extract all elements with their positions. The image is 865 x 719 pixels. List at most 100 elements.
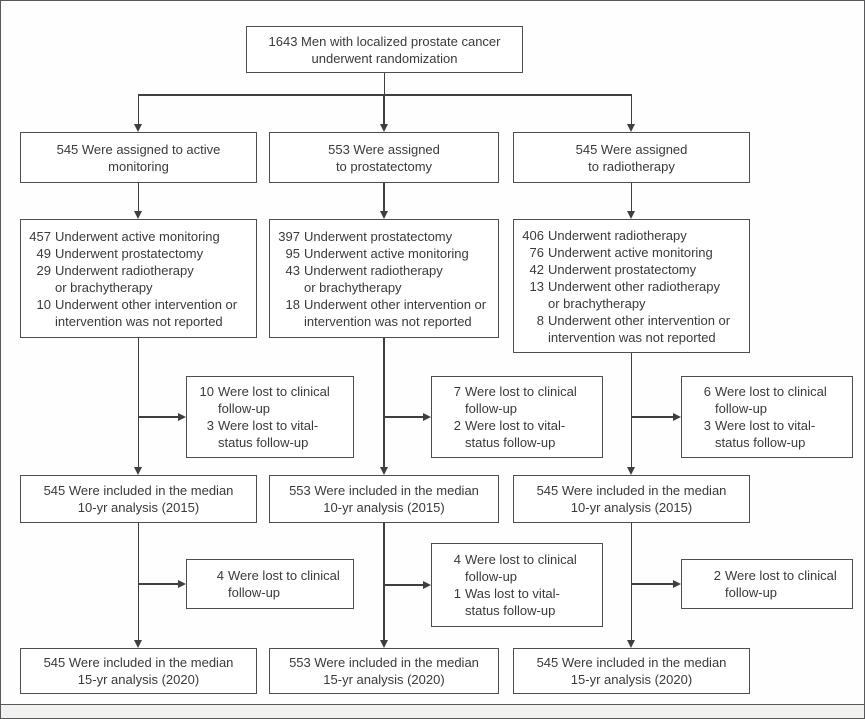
treatment-box-radiotherapy: 406 Underwent radiotherapy 76 Underwent … <box>513 219 750 353</box>
item-count: 397 <box>278 228 300 244</box>
connector-line <box>383 523 385 640</box>
box-line: 15-yr analysis (2020) <box>570 672 693 687</box>
item-line: follow-up <box>465 569 518 584</box>
connector-line <box>630 94 633 124</box>
analysis-15yr-box-radiotherapy: 545 Were included in the median 15-yr an… <box>513 648 750 694</box>
item-count: 18 <box>285 296 300 312</box>
connector-line <box>137 338 140 467</box>
item-count: 95 <box>285 245 300 261</box>
item-text: Underwent prostatectomy <box>548 261 745 278</box>
connector-arrowhead <box>627 467 635 475</box>
connector-arrowhead <box>423 580 431 589</box>
item-line: follow-up <box>465 401 518 416</box>
list-item: 95 Underwent active monitoring <box>278 245 494 262</box>
item-line: Were lost to vital- <box>715 418 816 433</box>
item-line: Underwent other intervention or <box>548 312 731 328</box>
list-item: 8 Underwent other intervention or interv… <box>522 312 745 346</box>
item-text: Underwent prostatectomy <box>55 245 252 262</box>
item-line: intervention was not reported <box>304 313 472 329</box>
box-line: 545 Were included in the median <box>536 655 727 670</box>
item-count: 76 <box>529 244 544 260</box>
list-item: 76 Underwent active monitoring <box>522 244 745 261</box>
connector-arrowhead <box>379 640 388 648</box>
item-line: Were lost to clinical <box>465 552 577 567</box>
lost-10yr-box-active-monitoring: 10 Were lost to clinical follow-up 3 Wer… <box>186 376 354 458</box>
list-item: 4 Were lost to clinical follow-up <box>209 567 349 601</box>
connector-line <box>630 183 633 211</box>
assigned-box-active-monitoring: 545 Were assigned to active monitoring <box>20 132 257 183</box>
connector-rail <box>137 94 633 96</box>
item-line: Underwent prostatectomy <box>55 245 204 261</box>
item-text: Were lost to vital- status follow-up <box>715 417 848 451</box>
connector-line <box>383 338 385 467</box>
box-line: 15-yr analysis (2020) <box>77 672 200 687</box>
connector-arrowhead <box>379 124 388 132</box>
list-item: 6 Were lost to clinical follow-up <box>696 383 848 417</box>
item-count: 13 <box>529 278 544 294</box>
connector-arrowhead <box>178 579 186 588</box>
connector-arrowhead <box>379 211 388 219</box>
box-line: 545 Were assigned to active <box>56 141 221 157</box>
list-item: 3 Were lost to vital- status follow-up <box>696 417 848 451</box>
item-line: Underwent other intervention or <box>304 296 487 312</box>
box-line: to prostatectomy <box>335 158 433 174</box>
connector-arrowhead <box>134 211 142 219</box>
item-count: 49 <box>36 245 51 261</box>
item-line: Underwent other radiotherapy <box>548 278 720 294</box>
item-count: 1 <box>453 586 461 601</box>
box-line: 553 Were included in the median <box>289 655 479 670</box>
item-line: or brachytherapy <box>304 279 402 295</box>
item-line: Underwent active monitoring <box>548 244 713 260</box>
connector-branch <box>384 416 423 418</box>
connector-branch <box>384 584 423 586</box>
box-line: monitoring <box>108 158 169 174</box>
item-line: Underwent active monitoring <box>55 228 220 244</box>
lost-10yr-box-radiotherapy: 6 Were lost to clinical follow-up 3 Were… <box>681 376 853 458</box>
connector-arrowhead <box>627 124 635 132</box>
item-text: Underwent active monitoring <box>55 228 252 245</box>
item-count: 406 <box>522 227 544 243</box>
connector-arrowhead <box>134 640 142 648</box>
item-line: intervention was not reported <box>55 313 223 329</box>
connector-arrowhead <box>423 412 431 421</box>
item-text: Underwent radiotherapy or brachytherapy <box>304 262 494 296</box>
list-item: 406 Underwent radiotherapy <box>522 227 745 244</box>
connector-branch <box>138 416 179 418</box>
item-line: Were lost to vital- <box>465 418 566 433</box>
connector-branch <box>631 416 673 418</box>
figure-footer-bar <box>1 704 864 718</box>
item-line: Underwent radiotherapy <box>304 262 443 278</box>
list-item: 2 Were lost to clinical follow-up <box>706 567 848 601</box>
list-item: 49 Underwent prostatectomy <box>29 245 252 262</box>
item-text: Underwent prostatectomy <box>304 228 494 245</box>
item-line: Underwent active monitoring <box>304 245 469 261</box>
connector-branch <box>631 583 673 585</box>
connector-line <box>630 353 633 467</box>
list-item: 1 Was lost to vital- status follow-up <box>446 585 598 619</box>
lost-15yr-box-prostatectomy: 4 Were lost to clinical follow-up 1 Was … <box>431 543 603 627</box>
box-line: 545 Were included in the median <box>43 483 234 498</box>
item-count: 29 <box>36 262 51 278</box>
box-line: 10-yr analysis (2015) <box>570 500 693 515</box>
item-line: follow-up <box>715 401 768 416</box>
item-line: Was lost to vital- <box>465 586 560 601</box>
item-line: status follow-up <box>218 435 309 450</box>
box-line: 15-yr analysis (2020) <box>323 672 445 687</box>
connector-line <box>383 73 386 94</box>
item-text: Underwent other intervention or interven… <box>304 296 494 330</box>
list-item: 4 Were lost to clinical follow-up <box>446 551 598 585</box>
item-text: Were lost to clinical follow-up <box>465 551 598 585</box>
item-line: follow-up <box>218 401 271 416</box>
item-text: Underwent radiotherapy <box>548 227 745 244</box>
list-item: 10 Were lost to clinical follow-up <box>199 383 349 417</box>
box-line: 545 Were assigned <box>575 141 688 157</box>
item-line: or brachytherapy <box>55 279 153 295</box>
item-text: Underwent radiotherapy or brachytherapy <box>55 262 252 296</box>
item-text: Underwent other intervention or interven… <box>548 312 745 346</box>
box-line: 10-yr analysis (2015) <box>323 500 445 515</box>
item-text: Were lost to clinical follow-up <box>218 383 349 417</box>
lost-15yr-box-radiotherapy: 2 Were lost to clinical follow-up <box>681 559 853 609</box>
item-line: Were lost to clinical <box>465 384 577 399</box>
item-line: or brachytherapy <box>548 295 646 311</box>
list-item: 2 Were lost to vital- status follow-up <box>446 417 598 451</box>
